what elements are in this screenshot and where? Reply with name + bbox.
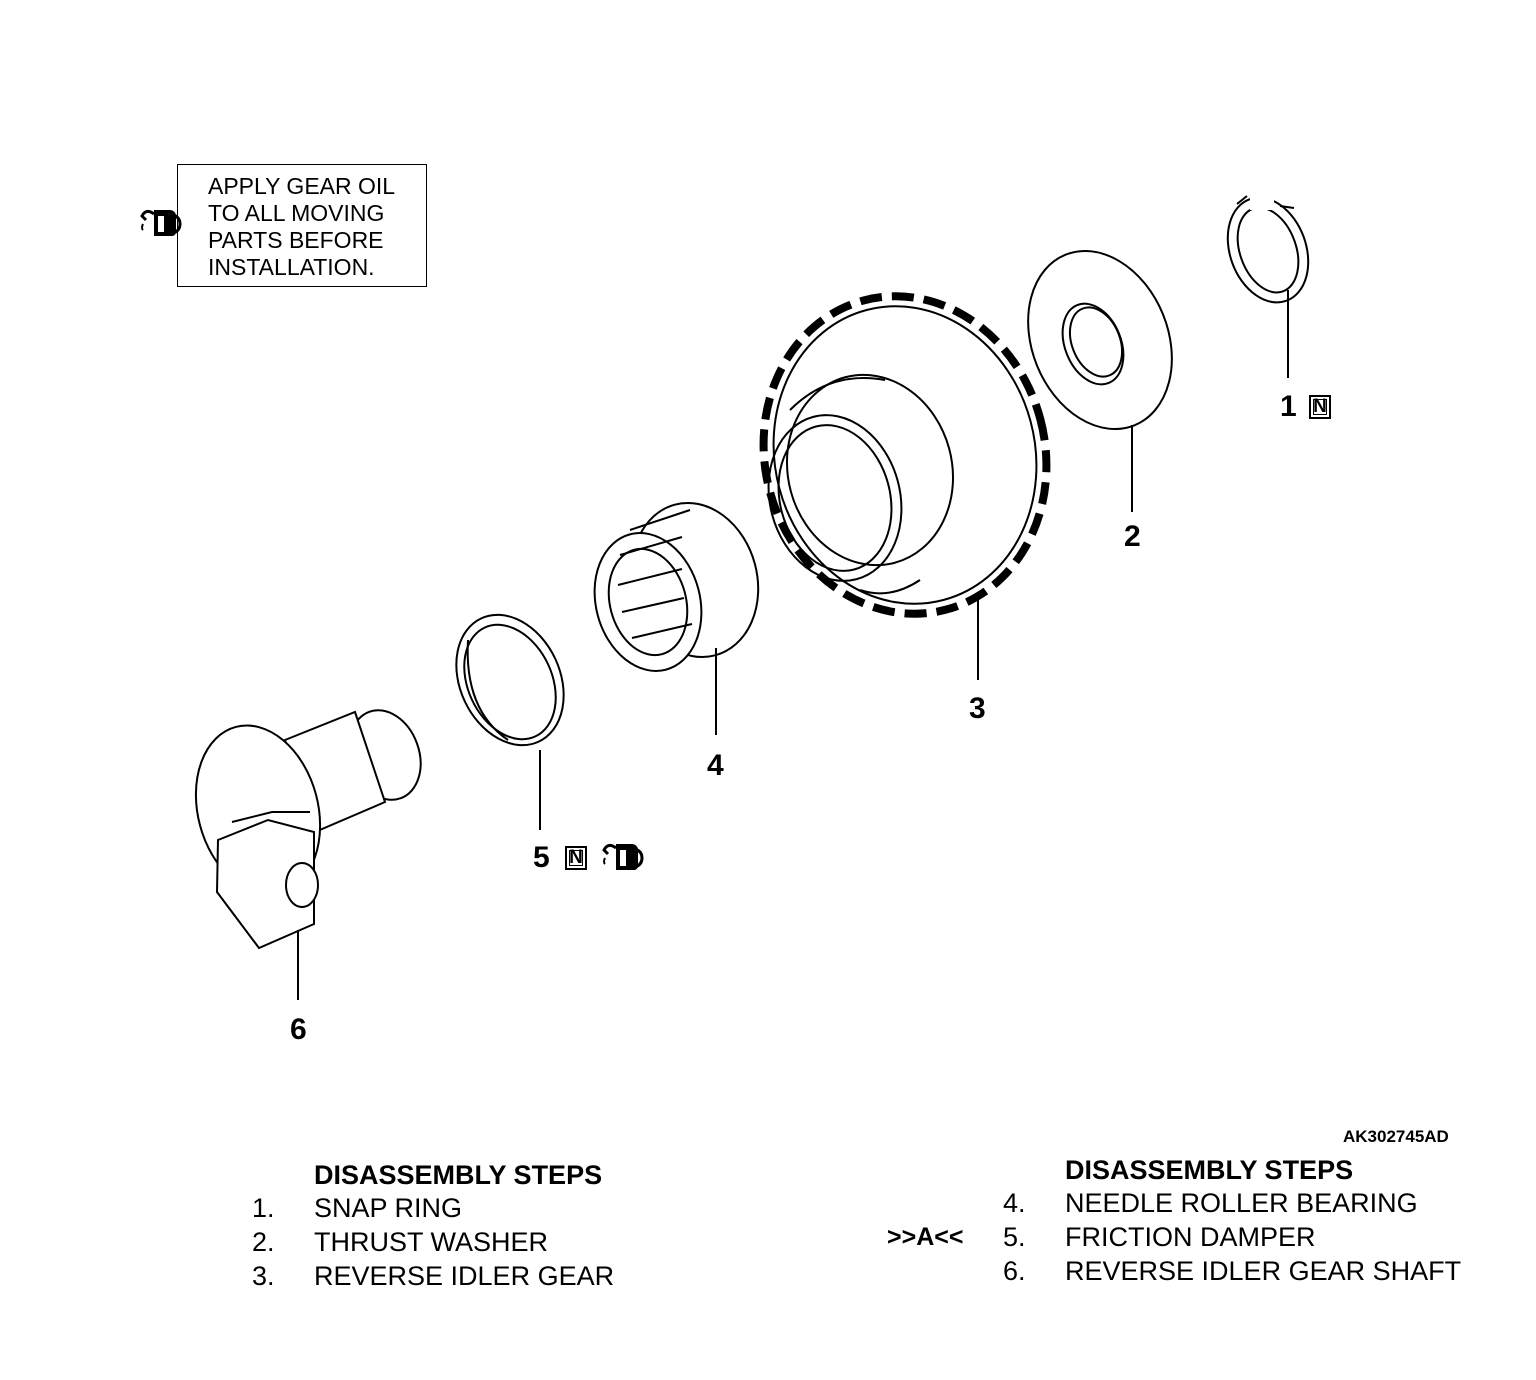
note-line: TO ALL MOVING [208,200,385,226]
needle-roller-bearing-part [593,501,760,672]
figure-code: AK302745AD [1343,1127,1449,1146]
callout-5: 5 [533,841,550,874]
step-number: 2. [252,1227,275,1257]
step-label: THRUST WASHER [314,1227,549,1257]
steps-heading: DISASSEMBLY STEPS [1065,1155,1354,1185]
oil-can-icon [602,842,644,872]
callout-4: 4 [707,749,724,782]
step-number: 3. [252,1261,275,1291]
note-line: APPLY GEAR OIL [208,173,396,199]
step-number: 4. [1003,1188,1026,1218]
step-label: NEEDLE ROLLER BEARING [1065,1188,1418,1218]
callout-2: 2 [1124,520,1141,553]
friction-damper-part [455,613,565,747]
reverse-idler-gear-part [759,292,1051,618]
step-number: 6. [1003,1256,1026,1286]
step-label: FRICTION DAMPER [1065,1222,1316,1252]
step-number: 5. [1003,1222,1026,1252]
callout-1: 1 [1280,390,1297,423]
note-line: PARTS BEFORE [208,227,384,253]
step-number: 1. [252,1193,275,1223]
step-label: SNAP RING [314,1193,463,1223]
new-part-badge: N [565,846,587,870]
service-point-mark: >>A<< [887,1223,964,1251]
callout-6: 6 [290,1013,307,1046]
oil-can-icon [140,208,182,238]
snap-ring-part [1226,195,1310,304]
gear-oil-note: APPLY GEAR OIL TO ALL MOVING PARTS BEFOR… [177,164,427,287]
note-line: INSTALLATION. [208,254,375,280]
callout-3: 3 [969,692,986,725]
steps-heading: DISASSEMBLY STEPS [314,1160,603,1190]
step-label: REVERSE IDLER GEAR SHAFT [1065,1256,1462,1286]
step-label: REVERSE IDLER GEAR [314,1261,615,1291]
new-part-badge: N [1309,395,1331,419]
thrust-washer-part [1027,249,1173,431]
reverse-idler-gear-shaft-part [194,709,422,950]
